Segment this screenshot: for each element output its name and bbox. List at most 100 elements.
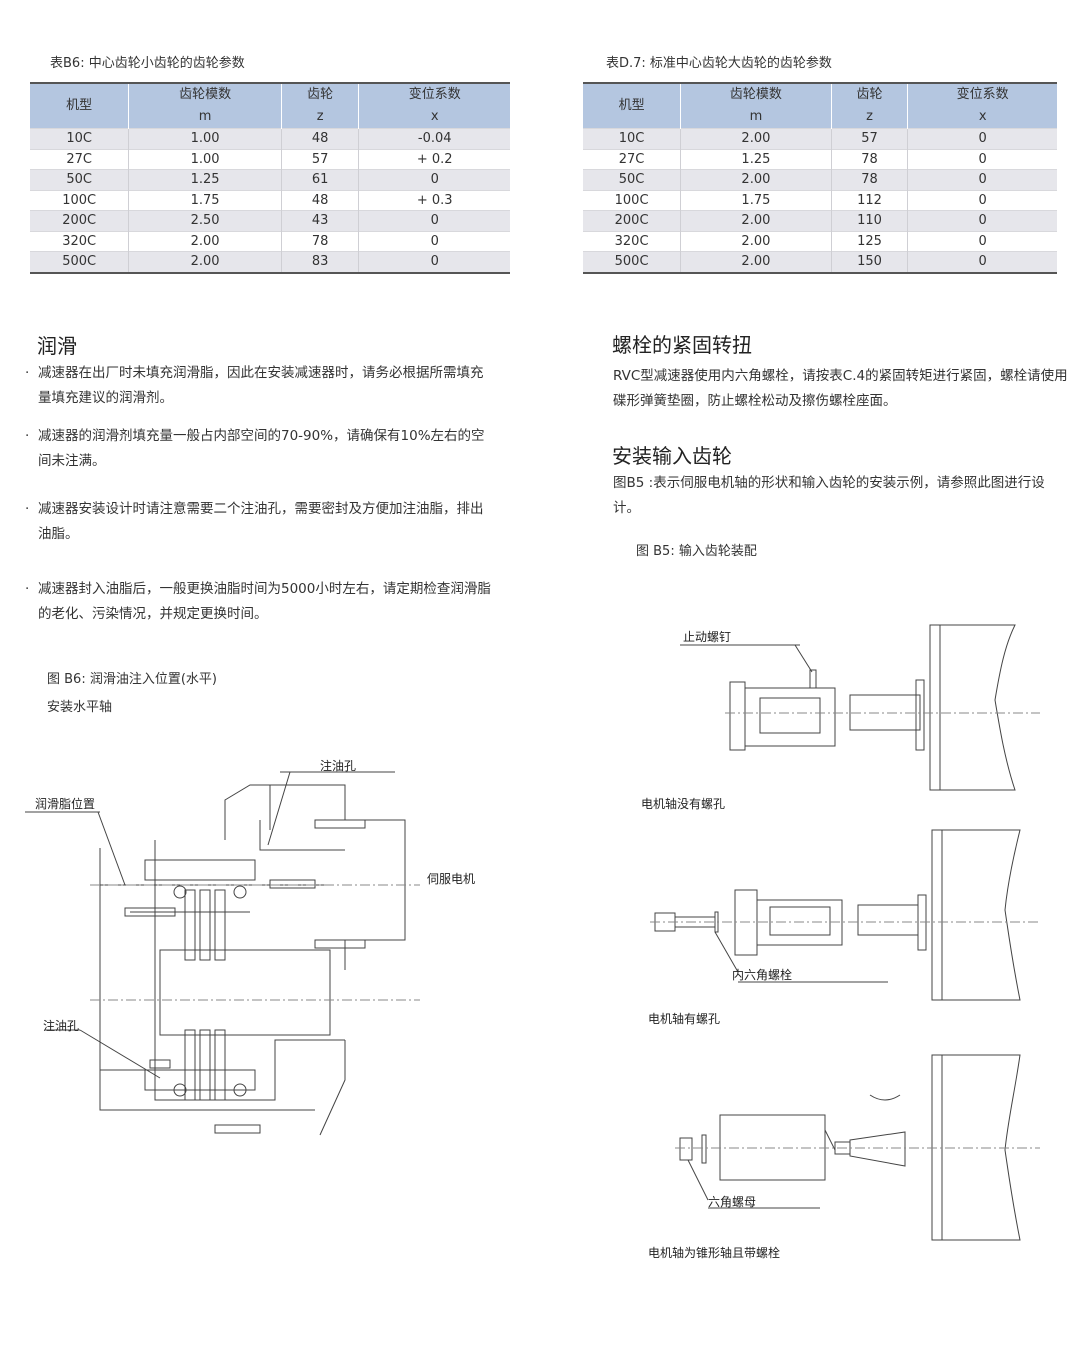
table-cell: 27C [583,148,681,170]
table-cell: 320C [583,230,681,252]
table-cell: 500C [583,251,681,273]
table-cell: 112 [830,189,908,211]
table-cell: 2.50 [128,210,282,231]
table-cell: 1.25 [680,148,832,170]
table-cell: 0 [358,210,510,231]
input-gear-heading: 安装输入齿轮 [612,444,732,468]
label-with-thread: 电机轴有螺孔 [648,1012,721,1026]
table-d7-caption: 表D.7: 标准中心齿轮大齿轮的齿轮参数 [606,56,832,71]
table-cell: 50C [583,169,681,190]
table-cell: 2.00 [128,230,282,252]
bolt-torque-heading: 螺栓的紧固转扭 [612,333,752,357]
table-cell: 2.00 [680,128,832,149]
table-b6-caption: 表B6: 中心齿轮小齿轮的齿轮参数 [50,56,245,71]
table-cell: 0 [907,148,1057,170]
table-cell: 100C [30,189,129,211]
table-cell: + 0.2 [358,148,510,170]
table-cell: 320C [30,230,129,252]
table-cell: 150 [830,251,908,273]
label-tapered-shaft: 电机轴为锥形轴且带螺栓 [648,1246,781,1260]
table-cell: 10C [30,128,129,149]
table-cell: 2.00 [680,169,832,190]
label-no-thread: 电机轴没有螺孔 [641,797,726,811]
table-cell: 110 [830,210,908,231]
bolt-torque-text: RVC型减速器使用内六角螺栓，请按表C.4的紧固转矩进行紧固，螺栓请使用碟形弹簧… [613,368,1068,409]
table-cell: 0 [358,251,510,273]
lubrication-heading: 润滑 [37,334,77,358]
table-cell: 1.00 [128,148,282,170]
label-hex-nut: 六角螺母 [708,1195,757,1209]
table-cell: 0 [907,189,1057,211]
lubrication-diagram [25,771,420,1136]
label-hex-socket-bolt: 内六角螺栓 [732,968,793,982]
column-header: 机型 [30,83,129,129]
table-cell: 48 [280,128,359,149]
table-cell: 27C [30,148,129,170]
figure-b5-caption: 图 B5: 输入齿轮装配 [636,544,757,559]
table-cell: -0.04 [358,128,510,149]
table-cell: + 0.3 [358,189,510,211]
input-gear-diagram [650,624,1040,1241]
label-grease-position: 润滑脂位置 [35,797,96,811]
table-cell: 2.00 [680,210,832,231]
table-cell: 0 [907,169,1057,190]
table-cell: 43 [280,210,359,231]
table-cell: 83 [280,251,359,273]
lubrication-bullet: 减速器安装设计时请注意需要二个注油孔，需要密封及方便加注油脂，排出油脂。 [25,497,493,547]
figure-b6-caption: 图 B6: 润滑油注入位置(水平) [47,672,217,687]
table-cell: 78 [280,230,359,252]
table-cell: 57 [830,128,908,149]
table-cell: 50C [30,169,129,190]
table-cell: 0 [907,128,1057,149]
lubrication-bullet: 减速器在出厂时未填充润滑脂，因此在安装减速器时，请务必根据所需填充量填充建议的润… [25,361,493,411]
table-cell: 48 [280,189,359,211]
label-servo-motor: 伺服电机 [427,872,476,886]
table-cell: 0 [907,251,1057,273]
table-cell: 1.25 [128,169,282,190]
table-cell: 61 [280,169,359,190]
table-cell: 0 [358,230,510,252]
table-cell: 200C [30,210,129,231]
table-cell: 1.00 [128,128,282,149]
table-cell: 125 [830,230,908,252]
label-oil-hole-bottom: 注油孔 [43,1019,80,1033]
input-gear-text: 图B5 :表示伺服电机轴的形状和输入齿轮的安装示例，请参照此图进行设计。 [613,475,1045,516]
table-cell: 100C [583,189,681,211]
table-cell: 1.75 [680,189,832,211]
table-cell: 0 [358,169,510,190]
table-cell: 2.00 [680,251,832,273]
table-cell: 2.00 [680,230,832,252]
table-cell: 0 [907,210,1057,231]
lubrication-bullet: 减速器封入油脂后，一般更换油脂时间为5000小时左右，请定期检查润滑脂的老化、污… [25,577,493,627]
table-cell: 0 [907,230,1057,252]
column-header: 机型 [583,83,681,129]
table-cell: 1.75 [128,189,282,211]
label-set-screw: 止动螺钉 [683,630,732,644]
label-oil-hole-top: 注油孔 [320,759,357,773]
table-cell: 500C [30,251,129,273]
